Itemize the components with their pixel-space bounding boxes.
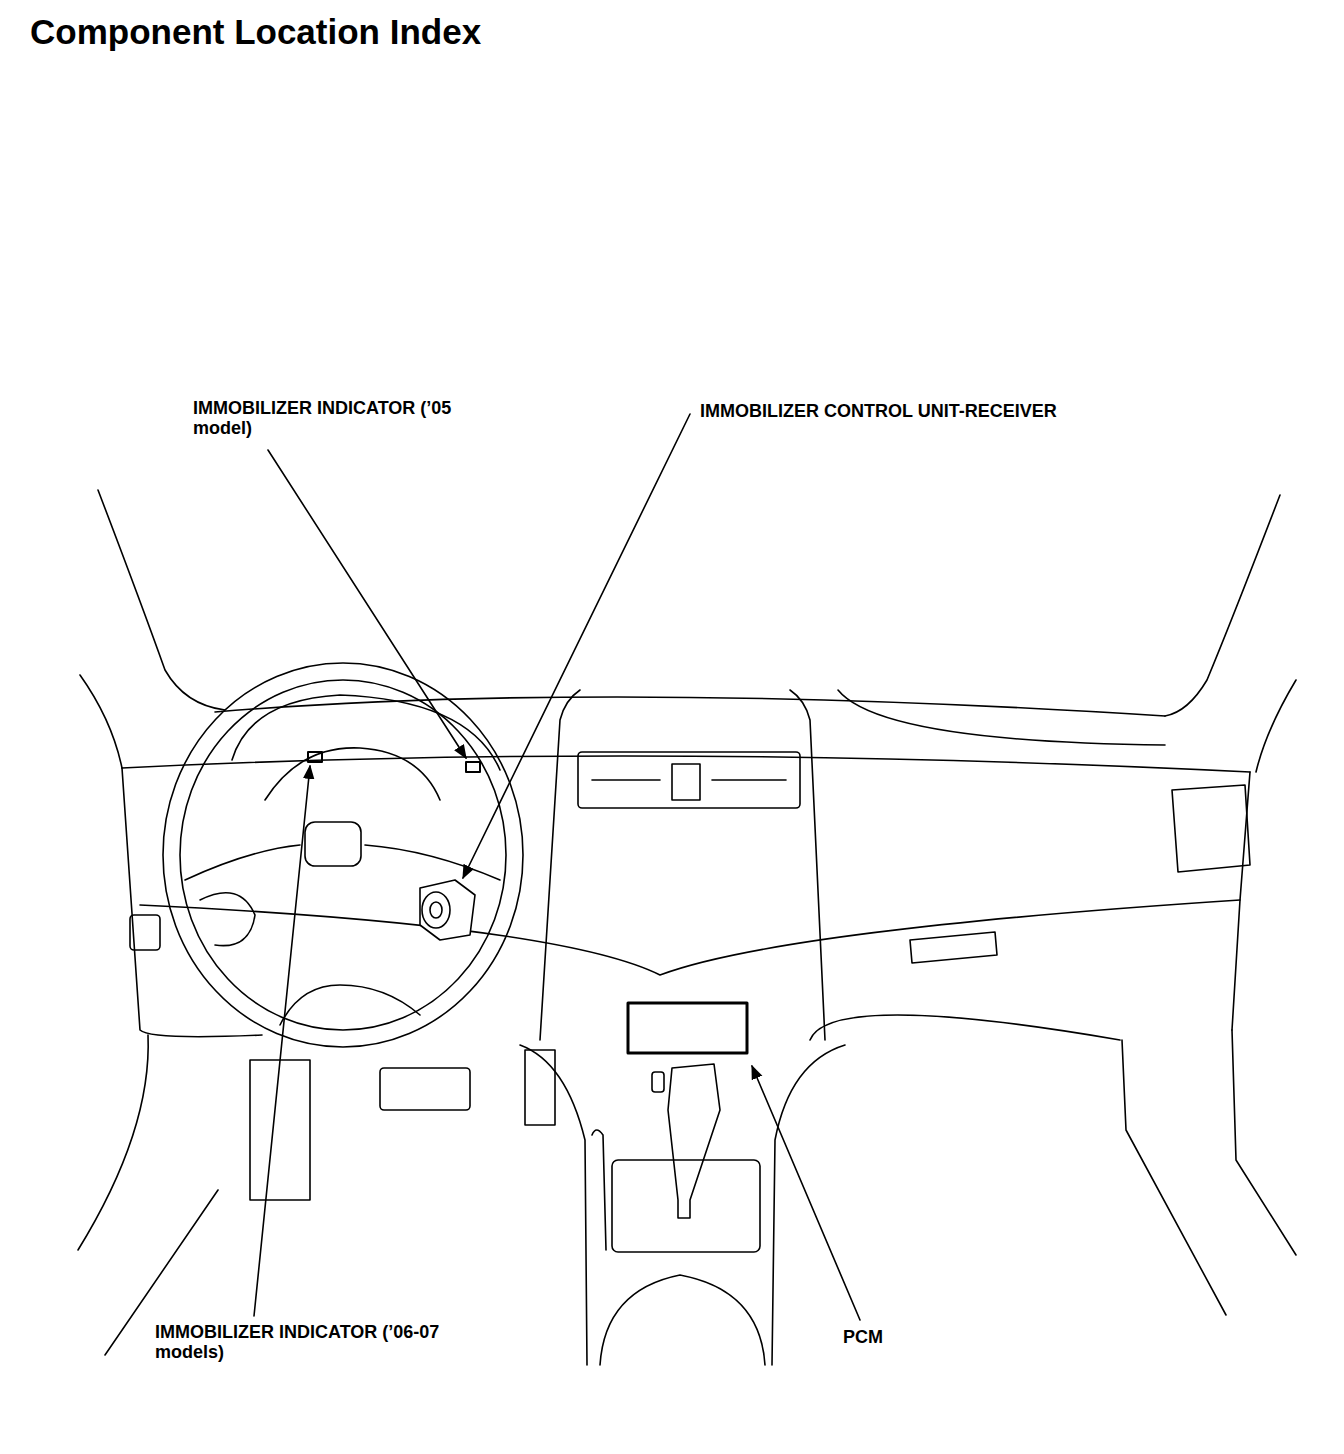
pedals <box>250 1060 310 1200</box>
part-label: IMMOBILIZER INDICATOR (’05 model) <box>193 398 493 438</box>
center-stack <box>592 779 660 781</box>
leader-line <box>254 414 860 1320</box>
center-stack <box>540 690 580 1040</box>
vents <box>1172 785 1250 872</box>
center-stack <box>592 1130 606 1250</box>
steering-wheel <box>305 822 361 866</box>
shift-lever <box>652 1064 720 1218</box>
cabin-outline <box>1122 1040 1226 1315</box>
cabin-outline <box>98 490 225 710</box>
vents <box>910 932 997 963</box>
pedals <box>525 1050 555 1125</box>
ignition-switch <box>420 880 475 940</box>
shift-lever <box>668 1064 720 1218</box>
center-stack <box>520 1045 587 1365</box>
steering-wheel <box>163 663 523 1047</box>
part-label: PCM <box>843 1327 883 1347</box>
indicator-lamp <box>308 752 322 762</box>
center-stack <box>578 752 800 808</box>
steering-wheel <box>180 680 506 1030</box>
center-stack <box>672 764 700 800</box>
center-stack <box>772 1045 845 1365</box>
center-stack <box>712 779 786 781</box>
center-stack <box>600 1275 765 1365</box>
indicator-lamp <box>308 752 480 772</box>
pcm-box <box>628 1003 747 1053</box>
leader-line <box>463 414 690 878</box>
leader-line <box>268 450 466 758</box>
ignition-switch <box>420 880 475 940</box>
vents <box>130 785 1250 963</box>
center-stack <box>790 690 825 1040</box>
pcm-box <box>628 1003 747 1053</box>
center-stack <box>520 690 845 1365</box>
ignition-switch <box>430 902 442 918</box>
cabin-outline <box>1232 1030 1296 1255</box>
cabin-outline <box>78 490 1296 1355</box>
steering-wheel <box>163 663 523 1047</box>
center-stack <box>612 1160 760 1252</box>
cabin-outline <box>78 1035 148 1250</box>
steering-wheel <box>185 845 300 880</box>
steering-wheel <box>200 893 255 946</box>
cabin-outline <box>1256 680 1296 772</box>
cabin-outline <box>838 690 1165 745</box>
part-label: IMMOBILIZER CONTROL UNIT-RECEIVER <box>700 401 1057 421</box>
leader-line <box>752 1066 860 1320</box>
part-label: IMMOBILIZER INDICATOR (’06-07 models) <box>155 1322 455 1362</box>
pedals <box>380 1068 470 1110</box>
pedals <box>250 1050 555 1200</box>
cabin-outline <box>140 900 1240 975</box>
ignition-switch <box>422 892 450 928</box>
vents <box>130 915 160 950</box>
cabin-outline <box>122 768 262 1037</box>
cabin-outline <box>215 697 1165 716</box>
cabin-outline <box>810 1015 1120 1040</box>
cabin-outline <box>80 675 122 768</box>
leader-line <box>254 766 310 1316</box>
shift-lever <box>652 1072 664 1092</box>
steering-wheel <box>265 748 440 800</box>
indicator-lamp <box>466 762 480 772</box>
page-title: Component Location Index <box>30 12 481 52</box>
steering-wheel <box>365 845 500 880</box>
steering-wheel <box>280 985 420 1025</box>
cabin-outline <box>1165 495 1280 716</box>
